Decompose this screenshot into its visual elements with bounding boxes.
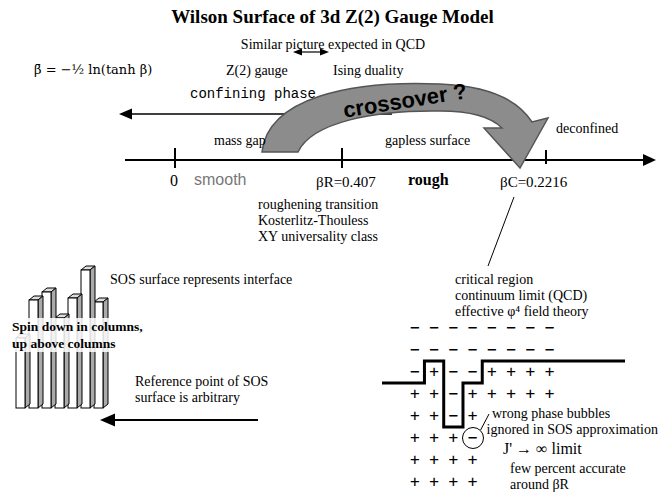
- spin-row: − − − − − − − −: [410, 339, 555, 361]
- spin-row: + + +: [410, 427, 458, 449]
- axis-tick: [174, 148, 176, 168]
- critical-note: effective φ⁴ field theory: [455, 304, 589, 320]
- transition-note: XY universality class: [258, 229, 378, 245]
- interface-line: [382, 361, 625, 427]
- critical-note: critical region: [455, 272, 533, 288]
- axis-tick: [341, 148, 343, 168]
- bubble-spin: −: [463, 428, 483, 447]
- axis-region-label: smooth: [194, 171, 246, 189]
- spin-row: + + + +: [410, 449, 477, 471]
- region-label: mass gap: [214, 133, 266, 149]
- axis-tick: [545, 150, 547, 164]
- sos-note: SOS surface represents interface: [110, 272, 292, 288]
- spin-note: Spin down in columns, up above columns: [12, 318, 158, 352]
- beta-axis: [125, 159, 645, 161]
- bubble-note: wrong phase bubbles: [492, 406, 610, 422]
- sos-column: [29, 296, 43, 408]
- confining-arrowhead: [119, 109, 132, 120]
- transition-note: Kosterlitz-Thouless: [258, 213, 368, 229]
- reference-arrowhead: [100, 414, 115, 427]
- reference-arrow: [112, 419, 258, 421]
- axis-tick-label: βC=0.2216: [500, 174, 567, 191]
- axis-tick-label: 0: [170, 172, 178, 190]
- axis-arrowhead: [643, 154, 656, 166]
- accuracy-note: around βR: [510, 477, 569, 493]
- region-label: deconfined: [556, 121, 618, 137]
- sos-column: [94, 298, 108, 408]
- spin-row: + + − +: [410, 405, 477, 427]
- subtitle-text: Similar picture expected in QCD: [241, 37, 425, 53]
- gauge-label: Z(2) gauge: [226, 63, 288, 79]
- spin-row: − − − − − − − −: [410, 317, 555, 339]
- axis-region-label: rough: [408, 171, 449, 189]
- ising-label: Ising duality: [333, 63, 403, 79]
- accuracy-note: few percent accurate: [510, 461, 626, 477]
- region-label: gapless surface: [385, 133, 470, 149]
- spin-row: + + + +: [410, 471, 477, 493]
- spin-row: − + − − + + + +: [410, 361, 555, 383]
- reference-note: Reference point of SOS surface is arbitr…: [135, 374, 303, 406]
- critical-note: continuum limit (QCD): [455, 288, 587, 304]
- duality-formula: β̄ = −½ ln(tanh β): [34, 62, 152, 78]
- limit-label: J' → ∞ limit: [503, 440, 582, 458]
- axis-tick-label: βR=0.407: [316, 174, 376, 191]
- transition-note: roughening transition: [258, 197, 378, 213]
- spin-row: + + − + + + + +: [410, 383, 555, 405]
- phase-label: confining phase: [190, 86, 316, 102]
- bubble-circle: −: [462, 427, 484, 449]
- diagram-title: Wilson Surface of 3d Z(2) Gauge Model: [0, 6, 665, 28]
- leader-line: [488, 197, 514, 266]
- bubble-note: ignored in SOS approximation: [487, 422, 659, 438]
